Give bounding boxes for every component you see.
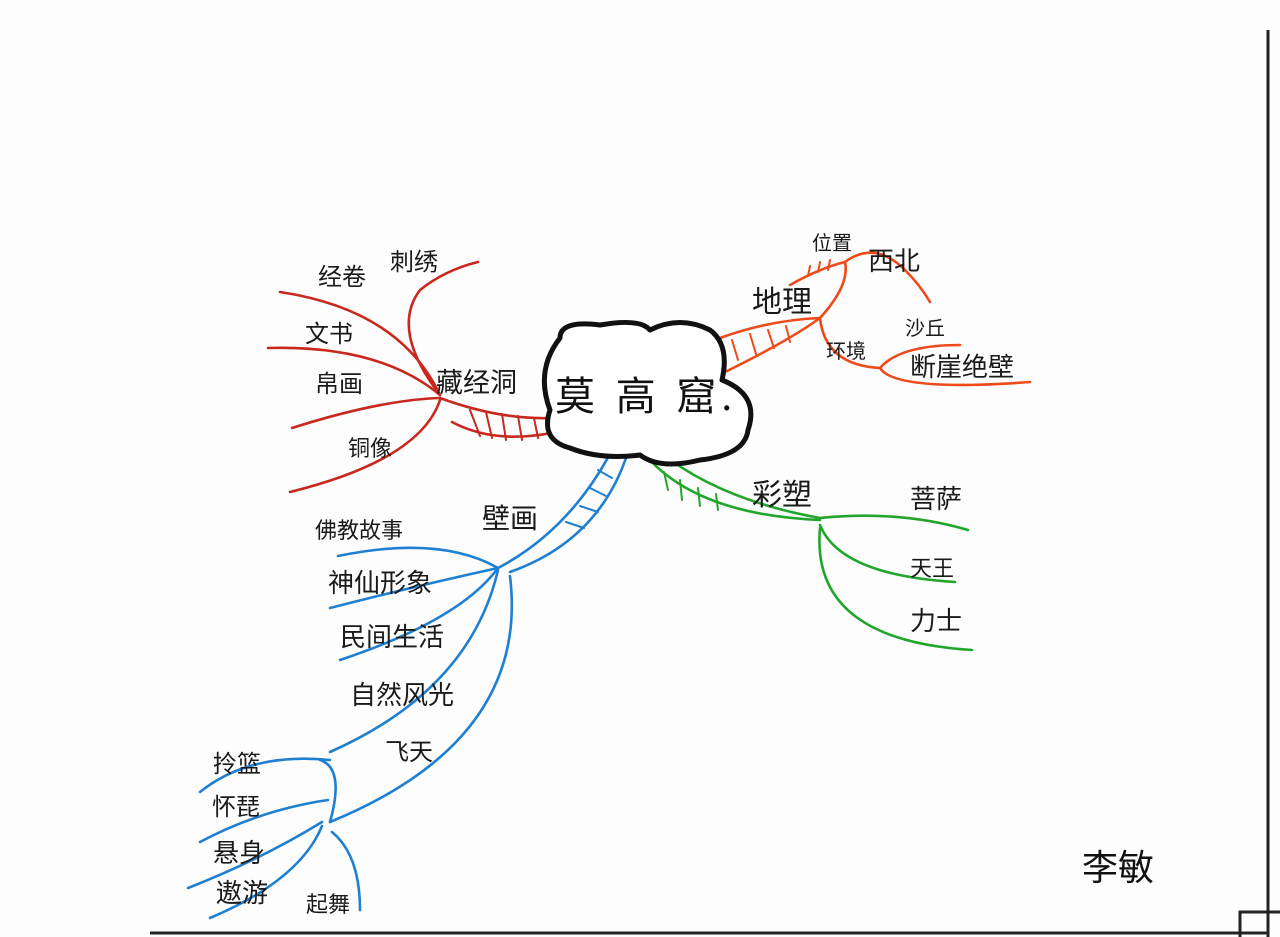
- leaf-line-cixiu: [407, 260, 480, 397]
- leaf-wenshu: 文书: [305, 320, 353, 348]
- signature: 李敏: [1082, 848, 1154, 889]
- trunk-bihua-2: [508, 450, 630, 574]
- center-cloud: [541, 319, 754, 467]
- trunk-cangjingdong-lower: [450, 420, 558, 438]
- leaf-huaipi: 怀琵: [212, 793, 260, 821]
- leaf-line-jingjuan: [278, 290, 442, 397]
- branch-cangjingdong: [266, 260, 558, 494]
- trunk-dili-lower: [723, 316, 822, 374]
- leaf-linlan: 拎篮: [213, 750, 261, 778]
- line-duanya: [878, 366, 1032, 387]
- branch-bihua: [186, 448, 630, 920]
- leaf-shenxian: 神仙形象: [328, 569, 432, 599]
- leaf-tongxiang: 铜像: [348, 437, 392, 462]
- leaf-line-wenshu: [266, 346, 442, 397]
- leaf-bohua: 帛画: [315, 370, 363, 398]
- leaf-feitian: 飞天: [385, 738, 433, 766]
- leaf-tianwang: 天王: [910, 557, 954, 582]
- leaf-aoyou: 遨游: [216, 879, 268, 909]
- node-cangjingdong: 藏经洞: [436, 368, 517, 399]
- leaf-minjian: 民间生活: [340, 623, 444, 653]
- branch-caisu: [646, 450, 974, 652]
- leaf-line-tongxiang: [288, 398, 442, 494]
- leaf-line-feitian: [328, 574, 514, 824]
- center-label: 莫 高 窟.: [555, 374, 737, 420]
- paper-corner-mark: [1238, 910, 1280, 937]
- node-dili: 地理: [752, 285, 812, 320]
- line-huanjing: [818, 316, 882, 370]
- leaf-line-pusa: [818, 514, 970, 532]
- leaf-line-tianwang: [818, 523, 957, 584]
- leaf-fojiao: 佛教故事: [315, 519, 403, 544]
- leaf-xuanshen: 悬身: [213, 839, 265, 869]
- leaf-shaqiu: 沙丘: [905, 316, 945, 340]
- leaf-line-minjian: [338, 566, 500, 662]
- leaf-cixiu: 刺绣: [390, 248, 438, 276]
- leaf-line-fojiao: [336, 546, 500, 570]
- feitian-hub: [318, 758, 337, 824]
- leaf-line-huaipi: [198, 798, 330, 844]
- node-caisu: 彩塑: [752, 478, 812, 513]
- trunk-cangjingdong: [438, 396, 554, 420]
- line-xibei: [843, 251, 932, 304]
- node-huanjing: 环境: [826, 339, 866, 363]
- leaf-jingjuan: 经卷: [318, 263, 366, 291]
- leaf-ziran: 自然风光: [350, 681, 454, 711]
- trunk-bihua: [496, 448, 614, 570]
- trunk-dili: [718, 316, 822, 340]
- leaf-line-qiwu: [330, 830, 362, 912]
- leaf-line-aoyou: [208, 824, 324, 920]
- leaf-pusa: 菩萨: [910, 485, 962, 515]
- leaf-line-lishi: [818, 526, 974, 652]
- leaf-xibei: 西北: [868, 247, 920, 277]
- leaf-line-linlan: [198, 757, 332, 794]
- leaf-line-xuanshen: [186, 820, 324, 890]
- leaf-line-shenxian: [328, 566, 500, 610]
- leaf-line-bohua: [290, 396, 442, 430]
- branch-dili: [718, 251, 1032, 387]
- node-weizhi: 位置: [812, 231, 852, 255]
- leaf-line-ziran: [328, 568, 500, 754]
- leaf-lishi: 力士: [910, 607, 962, 637]
- leaf-qiwu: 起舞: [306, 893, 350, 918]
- line-shaqiu: [878, 343, 962, 370]
- leaf-duanya: 断崖绝壁: [910, 353, 1014, 383]
- node-bihua: 壁画: [482, 502, 538, 535]
